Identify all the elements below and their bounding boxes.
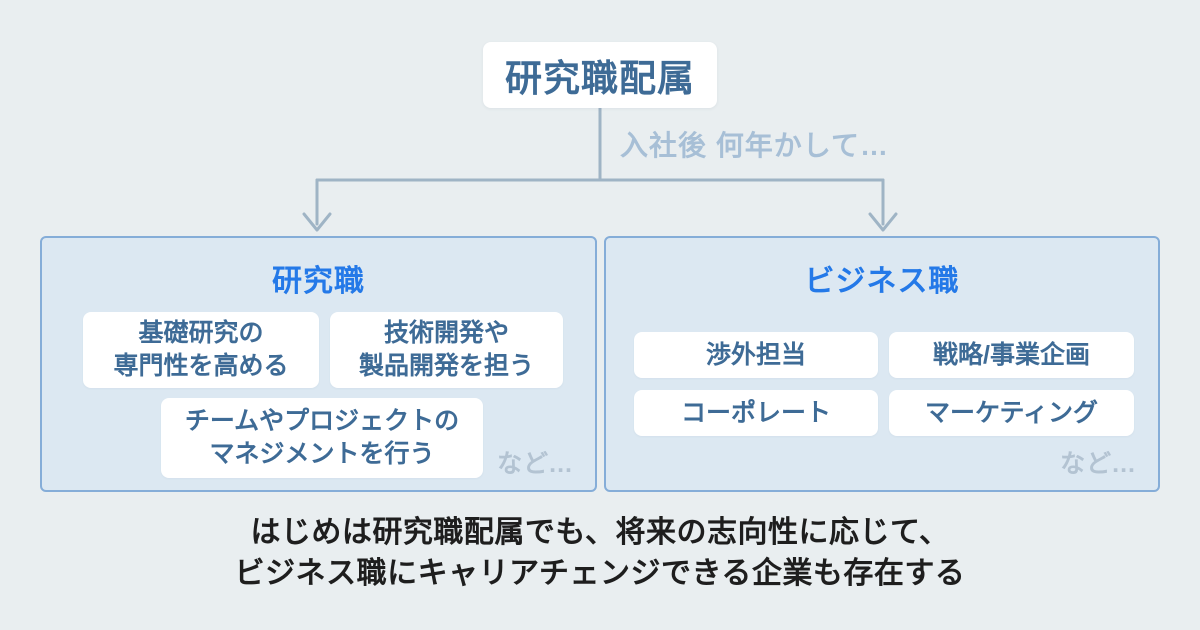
business-item-strategy-planning: 戦略/事業企画 [889, 332, 1134, 378]
panel-business-title: ビジネス職 [804, 265, 960, 298]
panel-research-title: 研究職 [272, 265, 365, 298]
root-node-research-assignment: 研究職配属 [483, 42, 717, 108]
panel-research-track: 研究職 基礎研究の 専門性を高める 技術開発や 製品開発を担う チームやプロジェ… [40, 236, 597, 492]
business-item-marketing: マーケティング [889, 390, 1134, 436]
right-arrowhead-icon [868, 212, 898, 232]
transition-annotation: 入社後 何年かして… [620, 130, 889, 161]
research-etc-label: など... [497, 450, 573, 478]
panel-business-track: ビジネス職 渉外担当 戦略/事業企画 コーポレート マーケティング など... [604, 236, 1160, 492]
root-node-label: 研究職配属 [505, 58, 695, 99]
caption-line-2: ビジネス職にキャリアチェンジできる企業も存在する [234, 557, 966, 590]
left-arrowhead-icon [302, 212, 332, 232]
research-item-tech-product-dev: 技術開発や 製品開発を担う [330, 312, 563, 388]
research-item-basic-research: 基礎研究の 専門性を高める [83, 312, 319, 388]
caption: はじめは研究職配属でも、将来の志向性に応じて、 ビジネス職にキャリアチェンジでき… [0, 512, 1200, 594]
research-item-team-project-management: チームやプロジェクトの マネジメントを行う [161, 398, 483, 478]
business-etc-label: など... [1060, 450, 1136, 478]
business-item-external-affairs: 渉外担当 [634, 332, 878, 378]
business-item-corporate: コーポレート [634, 390, 878, 436]
caption-line-1: はじめは研究職配属でも、将来の志向性に応じて、 [250, 516, 950, 549]
